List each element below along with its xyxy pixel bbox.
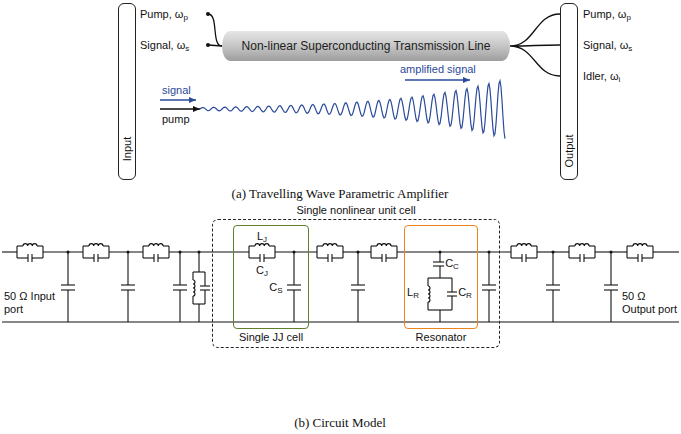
signal-arrow — [160, 99, 196, 100]
annotation: signal — [162, 84, 191, 97]
wave — [200, 81, 505, 139]
component-label: LR — [406, 286, 420, 299]
annotation: Pump, ωp — [583, 8, 631, 21]
pump-arrow — [160, 108, 200, 109]
node-label: Output — [563, 134, 576, 167]
annotation: Idler, ωi — [583, 70, 620, 83]
node-label: Non-linear Superconducting Transmission … — [222, 31, 510, 61]
annotation: Signal, ωs — [583, 39, 632, 52]
annotation: 50 Ω Output port — [621, 290, 681, 316]
transmission-line: Non-linear Superconducting Transmission … — [222, 31, 510, 61]
annotation: 50 Ω Input port — [3, 290, 57, 316]
node-label: Input — [121, 137, 134, 161]
wire-dot — [206, 43, 210, 47]
input-wires — [208, 14, 222, 46]
jj-cell-box: Single JJ cell — [233, 225, 309, 329]
component-label: CR — [457, 286, 473, 299]
circuit-schematic — [2, 244, 679, 322]
node-label: Single nonlinear unit cell — [296, 204, 415, 217]
component-label: CC — [444, 257, 460, 270]
component-label: LJ — [256, 230, 268, 243]
figure-caption: (b) Circuit Model — [294, 415, 386, 430]
signal-connector — [510, 14, 560, 76]
input-box: Input — [118, 3, 136, 180]
wire-dot — [206, 12, 210, 16]
annotation: Signal, ωs — [140, 39, 189, 52]
figure-caption: (a) Travelling Wave Parametric Amplifier — [232, 186, 449, 201]
node-label: Single JJ cell — [238, 331, 304, 344]
annotation: amplified signal — [400, 63, 476, 76]
component-label: CS — [268, 281, 283, 294]
output-box: Output — [560, 3, 578, 180]
amplified-arrow — [405, 79, 470, 80]
node-label: Resonator — [415, 331, 468, 344]
annotation: pump — [162, 113, 190, 126]
component-label: CJ — [255, 264, 269, 277]
resonator-box: Resonator — [404, 225, 478, 329]
annotation: Pump, ωp — [140, 8, 188, 21]
